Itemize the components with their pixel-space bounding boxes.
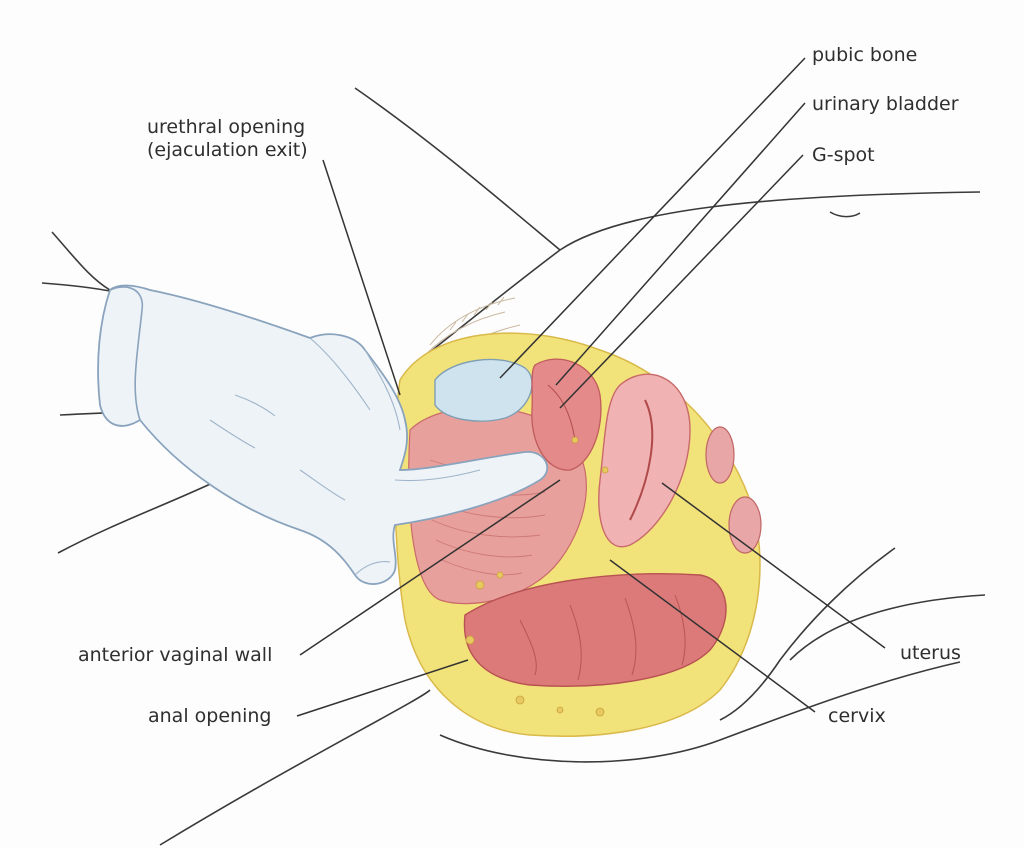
label-anterior-vaginal-wall: anterior vaginal wall [78, 644, 273, 666]
gloved-hand [97, 284, 549, 585]
leader-g-spot [559, 154, 804, 409]
label-pubic-bone: pubic bone [812, 44, 918, 66]
leader-lines [296, 57, 886, 717]
leader-urethral-opening [322, 159, 401, 396]
pelvic-anatomy [393, 332, 762, 737]
leader-urinary-bladder [555, 102, 806, 386]
body-outline [41, 87, 986, 846]
label-uterus: uterus [900, 642, 961, 664]
leader-uterus [661, 482, 886, 649]
label-cervix: cervix [828, 705, 886, 727]
label-anal-opening: anal opening [148, 705, 272, 727]
leader-anterior-vaginal-wall [299, 479, 561, 656]
label-urinary-bladder: urinary bladder [812, 93, 959, 115]
label-urethral-opening: urethral opening (ejaculation exit) [147, 116, 308, 162]
label-g-spot: G-spot [812, 144, 875, 166]
label-urethral-opening-line1: urethral opening [147, 116, 306, 138]
leader-cervix [609, 559, 816, 713]
leader-anal-opening [296, 659, 469, 717]
leader-pubic-bone [499, 57, 806, 379]
label-urethral-opening-line2: (ejaculation exit) [147, 139, 308, 161]
